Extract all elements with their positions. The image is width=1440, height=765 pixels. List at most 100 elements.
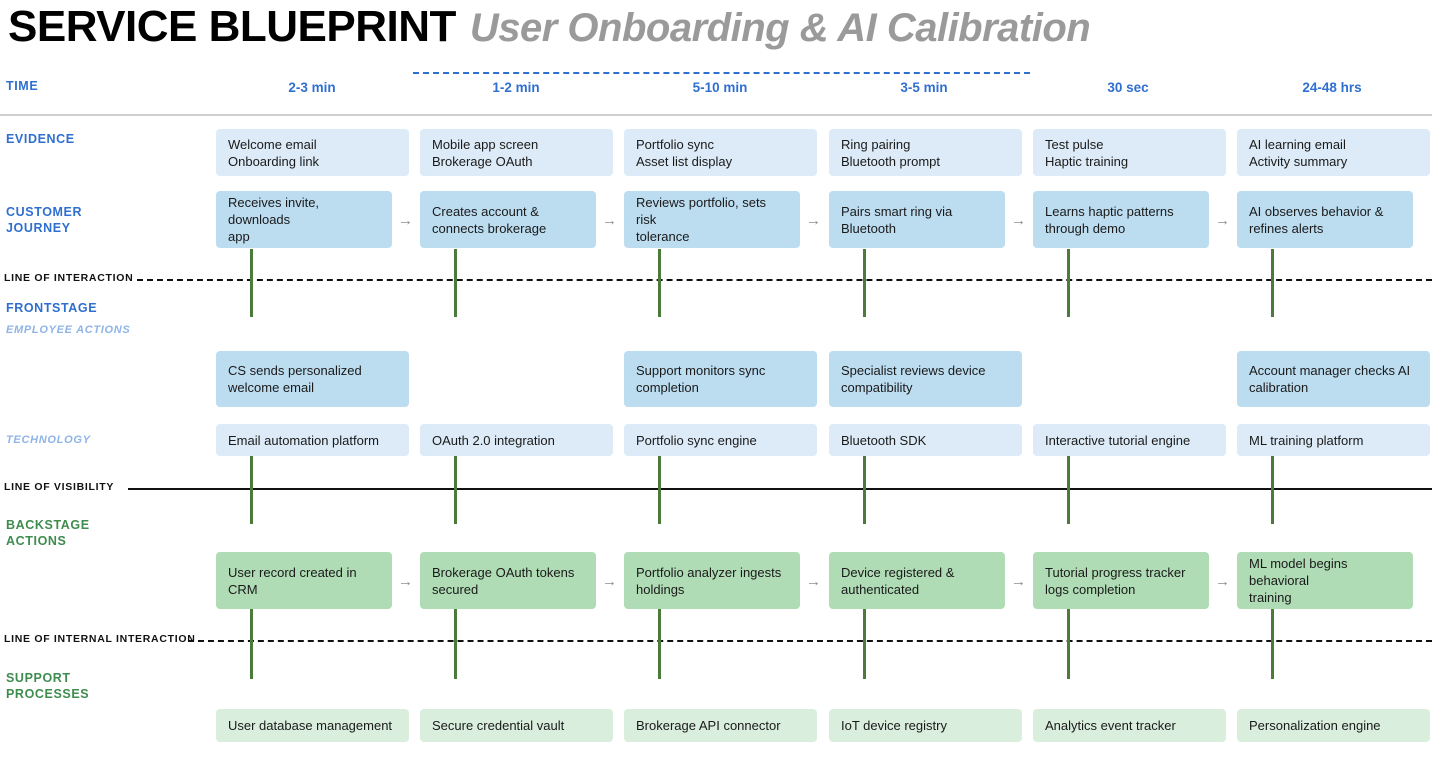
row-label-support-2: PROCESSES — [6, 687, 90, 701]
card-text-line: holdings — [636, 581, 685, 597]
row-label-line-of-internal-interaction: LINE OF INTERNAL INTERACTION — [4, 633, 196, 645]
time-value-6: 24-48 hrs — [1302, 80, 1362, 95]
card-text-line: Bluetooth prompt — [841, 153, 941, 169]
card-text-line: Support monitors sync — [636, 363, 766, 378]
card-text-line: Interactive tutorial engine — [1045, 432, 1191, 448]
support-process-card-3[interactable]: Brokerage API connector — [624, 709, 817, 742]
card-text-line: completion — [636, 380, 699, 395]
connector-line-r1-c5 — [1067, 249, 1070, 317]
technology-card-2[interactable]: OAuth 2.0 integration — [420, 424, 613, 456]
title-main: SERVICE BLUEPRINT — [8, 2, 456, 51]
card-text-line: authenticated — [841, 581, 920, 597]
card-text-line: Activity summary — [1249, 153, 1348, 169]
card-text-line: Receives invite, downloads — [228, 195, 320, 227]
support-process-card-1[interactable]: User database management — [216, 709, 409, 742]
card-text-line: connects brokerage — [432, 220, 547, 236]
support-process-card-5[interactable]: Analytics event tracker — [1033, 709, 1226, 742]
support-process-card-6[interactable]: Personalization engine — [1237, 709, 1430, 742]
card-text-line: Haptic training — [1045, 153, 1129, 169]
journey-arrow-4: → — [1011, 212, 1026, 229]
card-text-line: IoT device registry — [841, 718, 947, 733]
row-label-employee-actions: EMPLOYEE ACTIONS — [6, 324, 131, 336]
time-value-3: 5-10 min — [692, 80, 748, 95]
card-text-line: Tutorial progress tracker — [1045, 564, 1186, 580]
backstage-arrow-3: → — [806, 573, 821, 590]
row-label-technology: TECHNOLOGY — [6, 434, 91, 446]
journey-arrow-3: → — [806, 212, 821, 229]
card-text-line: Portfolio sync — [636, 136, 715, 152]
card-text-line: Brokerage API connector — [636, 718, 781, 733]
connector-line-r2-c2 — [454, 456, 457, 524]
row-label-customer-journey-2: JOURNEY — [6, 221, 71, 235]
technology-card-4[interactable]: Bluetooth SDK — [829, 424, 1022, 456]
connector-line-r1-c2 — [454, 249, 457, 317]
row-label-time: TIME — [6, 79, 39, 93]
support-process-card-4[interactable]: IoT device registry — [829, 709, 1022, 742]
header-divider — [0, 114, 1432, 116]
card-text-line: Specialist reviews device — [841, 363, 986, 378]
card-text-line: tolerance — [636, 229, 690, 244]
card-text-line: Welcome email — [228, 136, 317, 152]
technology-card-3[interactable]: Portfolio sync engine — [624, 424, 817, 456]
time-value-4: 3-5 min — [900, 80, 948, 95]
card-text-line: Secure credential vault — [432, 718, 565, 733]
support-process-card-2[interactable]: Secure credential vault — [420, 709, 613, 742]
technology-card-5[interactable]: Interactive tutorial engine — [1033, 424, 1226, 456]
page-title: SERVICE BLUEPRINT User Onboarding & AI C… — [8, 2, 1091, 52]
card-text-line: refines alerts — [1249, 220, 1324, 236]
connector-line-r1-c1 — [250, 249, 253, 317]
card-text-line: calibration — [1249, 380, 1309, 395]
connector-line-r3-c4 — [863, 609, 866, 679]
customer-journey-card-3[interactable]: Reviews portfolio, sets risk tolerance — [624, 191, 800, 248]
connector-line-r3-c6 — [1271, 609, 1274, 679]
time-value-1: 2-3 min — [288, 80, 336, 95]
card-text-line: Bluetooth — [841, 220, 896, 236]
row-label-line-of-visibility: LINE OF VISIBILITY — [4, 481, 115, 493]
card-text-line: Portfolio sync engine — [636, 432, 757, 448]
journey-arrow-2: → — [602, 212, 617, 229]
card-text-line: Creates account & — [432, 203, 539, 219]
customer-journey-card-2[interactable]: Creates account &connects brokerage — [420, 191, 596, 248]
card-text-line: User database management — [228, 718, 393, 733]
card-text-line: Reviews portfolio, sets risk — [636, 195, 767, 227]
card-text-line: Mobile app screen — [432, 136, 539, 152]
row-label-evidence: EVIDENCE — [6, 132, 75, 146]
line-of-interaction-rule — [137, 279, 1432, 281]
card-text-line: compatibility — [841, 380, 913, 395]
connector-line-r3-c2 — [454, 609, 457, 679]
connector-line-r2-c1 — [250, 456, 253, 524]
title-subtitle: User Onboarding & AI Calibration — [469, 6, 1091, 50]
connector-line-r1-c4 — [863, 249, 866, 317]
employee-action-card-3[interactable]: Support monitors sync completion — [624, 351, 817, 407]
row-label-backstage-1: BACKSTAGE — [6, 518, 90, 532]
card-text-line: Learns haptic patterns — [1045, 203, 1174, 219]
card-text-line: ML training platform — [1249, 432, 1364, 448]
technology-card-6[interactable]: ML training platform — [1237, 424, 1430, 456]
connector-line-r3-c5 — [1067, 609, 1070, 679]
customer-journey-card-6[interactable]: AI observes behavior &refines alerts — [1237, 191, 1413, 248]
journey-arrow-1: → — [398, 212, 413, 229]
backstage-action-card-4[interactable]: Device registered &authenticated — [829, 552, 1005, 609]
card-text-line: Asset list display — [636, 153, 733, 169]
time-value-2: 1-2 min — [492, 80, 540, 95]
technology-card-1[interactable]: Email automation platform — [216, 424, 409, 456]
employee-action-card-4[interactable]: Specialist reviews device compatibility — [829, 351, 1022, 407]
card-text-line: through demo — [1045, 220, 1126, 236]
connector-line-r2-c3 — [658, 456, 661, 524]
